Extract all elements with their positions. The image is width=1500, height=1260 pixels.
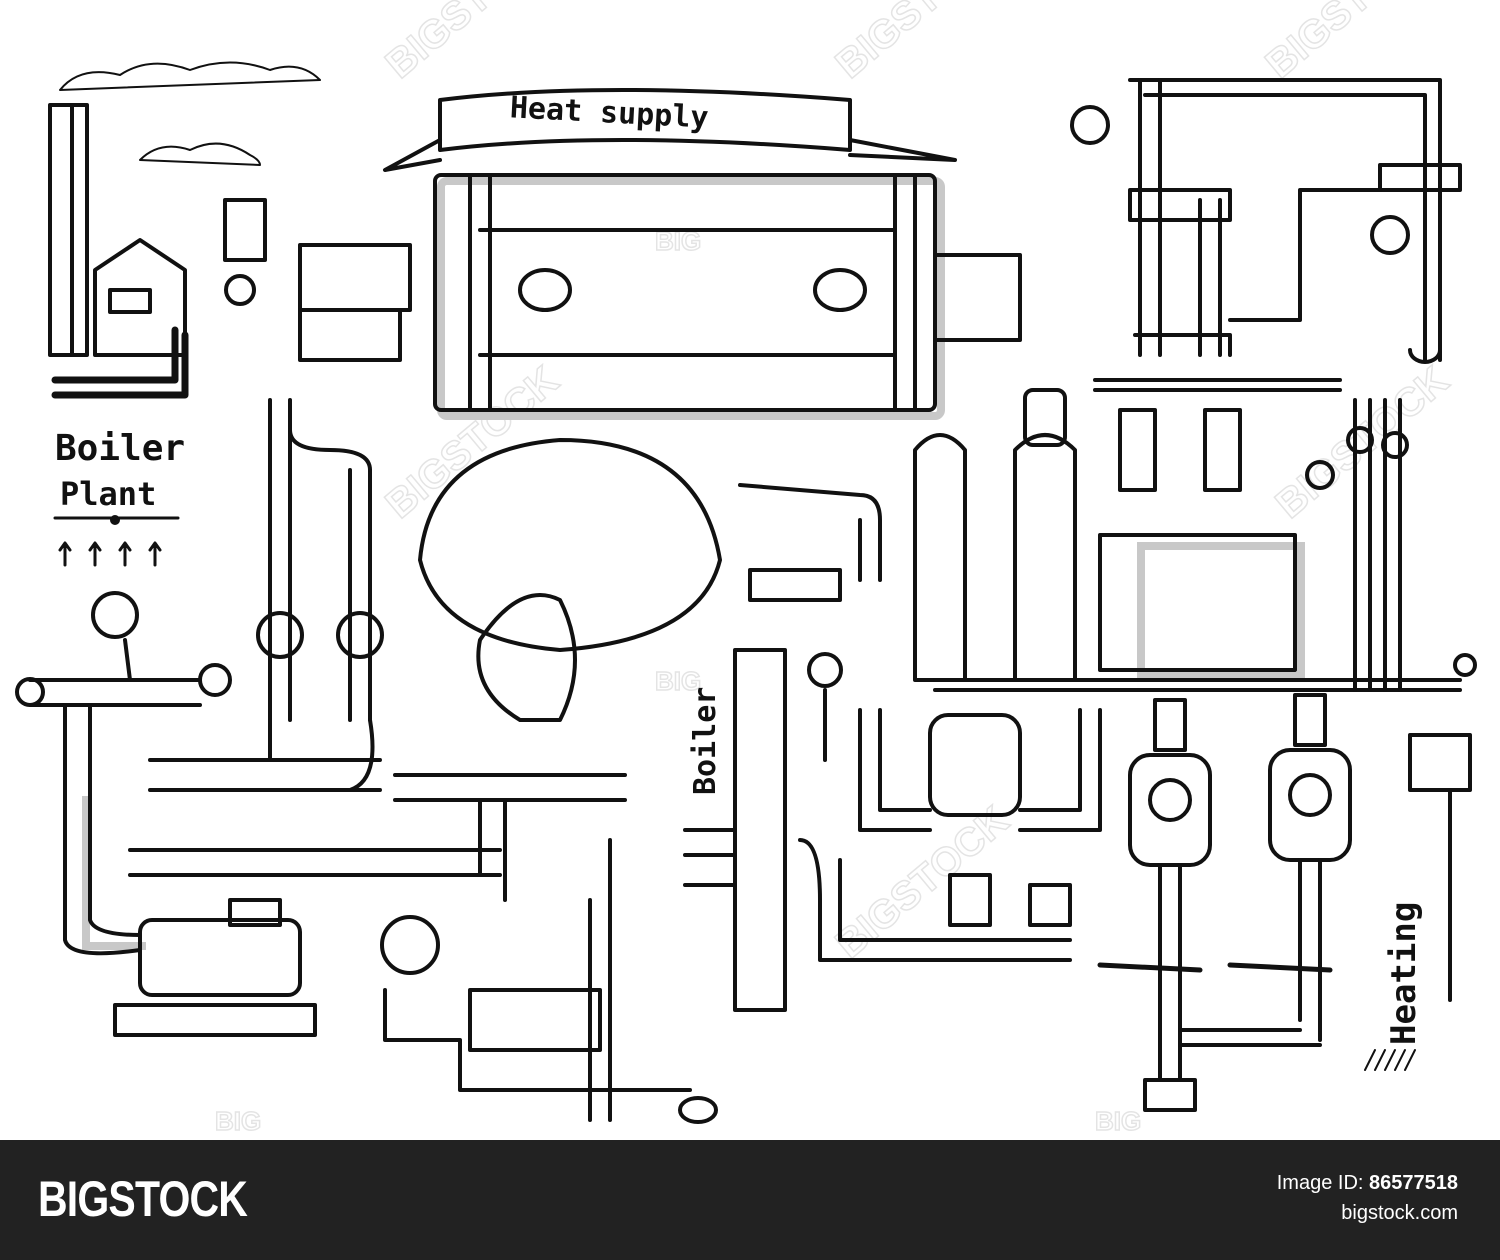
heat-supply-label: Heat supply: [509, 90, 709, 135]
svg-text:BIGSTOCK: BIGSTOCK: [378, 0, 568, 87]
stock-footer: BIGSTOCK Image ID: 86577518 bigstock.com: [0, 1140, 1500, 1260]
svg-text:BIGSTOCK: BIGSTOCK: [1268, 358, 1458, 527]
drawing-shadow: [82, 177, 1305, 950]
svg-text:BIG: BIG: [215, 1106, 261, 1136]
image-id-label: Image ID:: [1276, 1172, 1364, 1194]
boiler-vertical-label: Boiler: [688, 687, 723, 795]
svg-text:BIGSTOCK: BIGSTOCK: [1258, 0, 1448, 87]
svg-text:BIGSTOCK: BIGSTOCK: [828, 0, 1018, 87]
heating-vertical-label: Heating: [1384, 902, 1424, 1045]
boiler-plant-label-line1: Boiler: [55, 428, 185, 469]
boiler-plant-label-line2: Plant: [60, 475, 156, 513]
image-id: 86577518: [1369, 1172, 1458, 1194]
svg-text:BIG: BIG: [1095, 1106, 1141, 1136]
image-meta: Image ID: 86577518 bigstock.com: [1277, 1168, 1458, 1228]
bigstock-logo: BIGSTOCK: [38, 1171, 248, 1227]
drawing-lines: [15, 61, 1477, 1124]
site-link[interactable]: bigstock.com: [1341, 1202, 1458, 1224]
boiler-plant-illustration: BIGSTOCK BIGSTOCK BIGSTOCK BIGSTOCK BIGS…: [15, 0, 1477, 1137]
svg-text:BIG: BIG: [655, 666, 701, 696]
